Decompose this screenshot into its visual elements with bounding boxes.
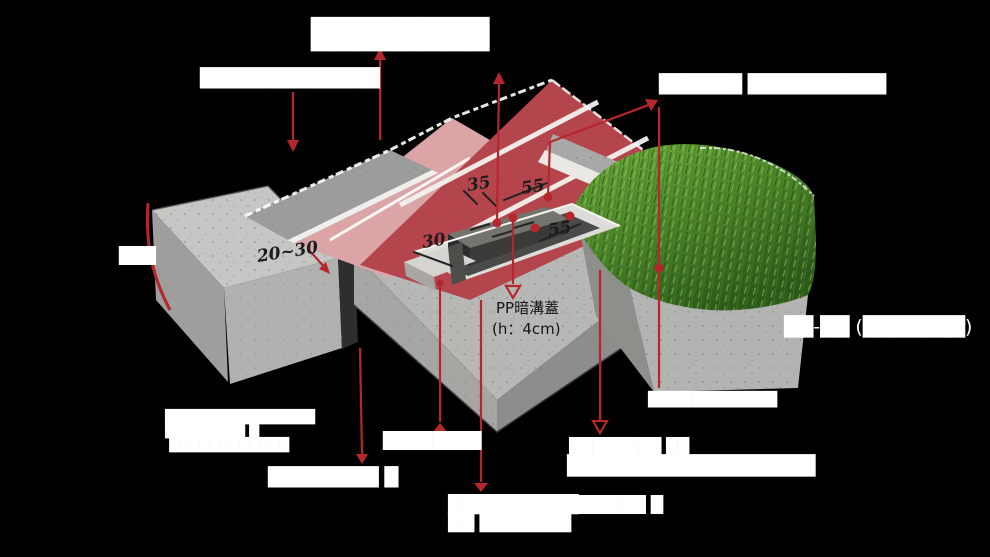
tick-55-top (503, 182, 548, 201)
leader-cover (495, 81, 501, 222)
red-hollow-arrowheads (504, 284, 609, 436)
bottom-left-line2: ████████ █ (165, 424, 260, 439)
dim-text-30: 30 (421, 229, 448, 252)
grass-texture (575, 144, 816, 311)
redacted-label-bottom-right-2: █████████████████ (567, 455, 816, 477)
redacted-label-right-mid: ██-██ (███████) (784, 316, 973, 338)
dot-plate (436, 279, 444, 287)
redacted-label-upper-right: ██████ ██████████ (659, 74, 887, 95)
hollow-arrow-channel-note (504, 284, 522, 301)
dot-cover-left (492, 218, 502, 228)
arrow-down-big-bottom (474, 483, 488, 492)
leader-upper-right (546, 102, 652, 196)
trench-lip-highlight (413, 202, 621, 253)
channel-note-line2: (h：4cm) (492, 320, 561, 338)
redacted-label-top-main: ████████ (311, 17, 490, 51)
dot-right-face (654, 263, 664, 273)
lawn-block (538, 134, 816, 392)
tick-35-b (482, 192, 497, 207)
walkway-texture (245, 150, 432, 240)
dot-trench-edge (543, 192, 553, 202)
mounting-plate-front (404, 262, 436, 291)
lawn-block-front-texture (630, 288, 808, 392)
redacted-label-upper-left: █████████████ (200, 68, 380, 89)
red-arrowheads (287, 48, 658, 492)
redacted-label-big-bottom: ████████████ ███████ (448, 496, 579, 532)
grass-torn-edge (699, 146, 815, 197)
main-block-front-left-texture (354, 253, 497, 432)
arrow-up-cover (493, 72, 505, 84)
arrow-up-mid-bottom (433, 423, 447, 432)
dot-curb (565, 211, 575, 221)
dimension-ticks (413, 182, 581, 267)
drain-channel-side-face (470, 219, 568, 266)
drain-channel-cover (448, 207, 568, 248)
bottom-left-line1: ███████████████ (165, 410, 315, 425)
big-bottom-line1: ██████████ (448, 495, 579, 515)
big-bottom-line2: ██ ███████ (448, 513, 572, 533)
mounting-bracket (448, 242, 466, 285)
channel-note-line1: PP暗溝蓋 (496, 299, 559, 317)
pink-band-white-line (329, 156, 471, 242)
cover-slot-3 (513, 221, 535, 229)
drain-assembly (404, 202, 621, 291)
leader-left-curve (145, 202, 172, 311)
tick-35-a (463, 190, 478, 205)
left-slab-left-face (152, 210, 228, 382)
tick-30 (413, 251, 453, 267)
redacted-label-bottom-center-left: ████████ █ (268, 467, 399, 488)
redacted-label-connector: — (551, 496, 571, 520)
redacted-label-right-lower: ████████████ (648, 392, 778, 408)
dim-text-55-top: 55 (520, 175, 547, 198)
left-slab-front-texture (224, 258, 342, 384)
torn-edge-right (551, 79, 699, 193)
redacted-label-bottom-left: ███████████████████████ █ ████████████ (165, 411, 315, 453)
tick-55-right (539, 223, 581, 242)
arrow-down-joint (319, 262, 330, 274)
dim-text-55-right: 55 (547, 217, 574, 240)
arrow-up-top-main (374, 48, 386, 60)
walkway-edge-strip (288, 170, 438, 243)
lane-line-2 (450, 135, 650, 243)
redacted-label-bottom-right-1: ████████ ██ (569, 437, 690, 455)
lawn-block-left-face (580, 232, 654, 392)
dot-cover-right (530, 223, 540, 233)
bottom-left-line3: ████████████ (165, 438, 290, 453)
arrow-down-upper-left (287, 140, 299, 152)
dot-cover-mid (508, 213, 518, 223)
redacted-label-big-bottom-side: ██████ █ (572, 495, 664, 514)
arrow-down-bottom-center (356, 454, 368, 464)
leader-bottom-center (358, 347, 364, 456)
arrow-upright-upper-right (645, 99, 658, 111)
torn-edge-top (244, 78, 553, 218)
cover-slot-1 (469, 223, 491, 231)
red-leader-lines (145, 58, 661, 482)
hollow-arrow-bottom-right (591, 419, 609, 436)
redacted-label-left-small: ███ (119, 246, 156, 265)
cover-slot-2 (491, 230, 513, 238)
red-dots (436, 192, 664, 287)
redacted-label-mid-bottom: ████████ (383, 431, 482, 450)
expansion-joint-gap (338, 251, 358, 349)
expansion-joint (338, 251, 358, 349)
dim-text-35: 35 (466, 172, 493, 195)
